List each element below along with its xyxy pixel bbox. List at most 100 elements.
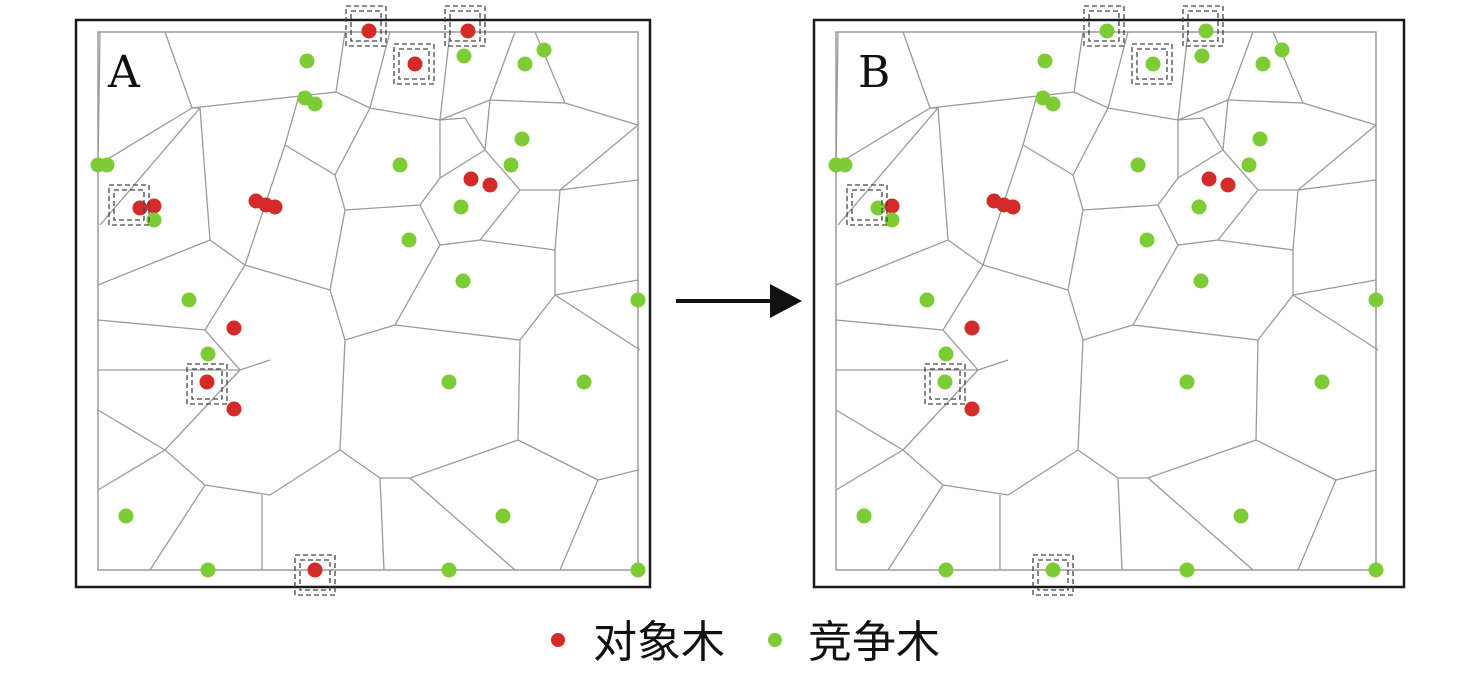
- dashed-square-icon: [393, 43, 435, 85]
- competitor-tree-point: [1274, 42, 1290, 58]
- competitor-tree-point: [1198, 23, 1214, 39]
- panel-a: A: [74, 5, 652, 596]
- panel-b-points: [828, 23, 1384, 578]
- subject-tree-point: [460, 23, 476, 39]
- competitor-tree-point: [1145, 56, 1161, 72]
- competitor-tree-point: [1045, 96, 1061, 112]
- panel-a-points: [90, 23, 646, 578]
- dashed-square-icon: [1182, 5, 1224, 47]
- competitor-tree-point: [1368, 292, 1384, 308]
- subject-tree-point: [463, 171, 479, 187]
- competitor-tree-point: [1130, 157, 1146, 173]
- panel-a-frame: [74, 18, 652, 589]
- subject-tree-point: [146, 198, 162, 214]
- competitor-tree-point: [307, 96, 323, 112]
- competitor-tree-point: [453, 199, 469, 215]
- subject-tree-point: [1005, 199, 1021, 215]
- subject-tree-point: [307, 562, 323, 578]
- competitor-tree-point: [1037, 53, 1053, 69]
- competitor-tree-point: [1045, 562, 1061, 578]
- competitor-tree-point: [1179, 562, 1195, 578]
- competitor-tree-point: [401, 232, 417, 248]
- legend-subject-label: 对象木: [593, 617, 725, 668]
- competitor-tree-point: [1179, 374, 1195, 390]
- competitor-tree-point: [1193, 273, 1209, 289]
- competitor-tree-point: [200, 562, 216, 578]
- competitor-tree-point: [1252, 131, 1268, 147]
- competitor-tree-point: [919, 292, 935, 308]
- competitor-tree-point: [495, 508, 511, 524]
- competitor-tree-point: [870, 200, 886, 216]
- competitor-tree-point: [837, 157, 853, 173]
- subject-tree-point: [1201, 171, 1217, 187]
- legend-competitor-label: 竞争木: [808, 617, 940, 668]
- dashed-square-icon: [345, 5, 387, 47]
- competitor-tree-point: [1241, 157, 1257, 173]
- competitor-tree-point: [856, 508, 872, 524]
- competitor-tree-point: [456, 48, 472, 64]
- competitor-tree-point: [1255, 56, 1271, 72]
- competitor-tree-point: [536, 42, 552, 58]
- competitor-tree-point: [938, 562, 954, 578]
- competitor-tree-point: [299, 53, 315, 69]
- competitor-tree-point: [937, 374, 953, 390]
- panel-b-label: B: [858, 47, 890, 98]
- legend: 对象木 竞争木: [551, 617, 940, 668]
- subject-tree-point: [884, 198, 900, 214]
- subject-tree-point: [964, 401, 980, 417]
- competitor-tree-point: [1368, 562, 1384, 578]
- panel-b-voronoi-cells: [835, 31, 1379, 571]
- competitor-tree-point: [1099, 23, 1115, 39]
- competitor-tree-point: [503, 157, 519, 173]
- competitor-tree-point: [200, 346, 216, 362]
- dashed-square-icon: [1131, 43, 1173, 85]
- subject-tree-point: [132, 200, 148, 216]
- legend-competitor-dot: [768, 633, 782, 647]
- competitor-tree-point: [630, 292, 646, 308]
- competitor-tree-point: [181, 292, 197, 308]
- panel-a-voronoi-cells: [97, 31, 641, 571]
- competitor-tree-point: [1194, 48, 1210, 64]
- dashed-square-icon: [186, 363, 228, 405]
- dashed-square-icon: [1083, 5, 1125, 47]
- dashed-square-icon: [108, 184, 150, 226]
- competitor-tree-point: [1233, 508, 1249, 524]
- panel-a-highlight-markers: [108, 5, 486, 596]
- competitor-tree-point: [630, 562, 646, 578]
- subject-tree-point: [226, 401, 242, 417]
- panel-b-highlight-markers: [846, 5, 1224, 596]
- competitor-tree-point: [514, 131, 530, 147]
- legend-subject-dot: [551, 633, 565, 647]
- subject-tree-point: [964, 320, 980, 336]
- subject-tree-point: [407, 56, 423, 72]
- panel-a-label: A: [107, 47, 141, 98]
- dashed-square-icon: [1032, 554, 1074, 596]
- competitor-tree-point: [146, 212, 162, 228]
- competitor-tree-point: [938, 346, 954, 362]
- competitor-tree-point: [1191, 199, 1207, 215]
- competitor-tree-point: [517, 56, 533, 72]
- competitor-tree-point: [1139, 232, 1155, 248]
- panel-b: B: [812, 5, 1406, 596]
- competitor-tree-point: [441, 374, 457, 390]
- competitor-tree-point: [1314, 374, 1330, 390]
- competitor-tree-point: [392, 157, 408, 173]
- competitor-tree-point: [455, 273, 471, 289]
- competitor-tree-point: [884, 212, 900, 228]
- competitor-tree-point: [441, 562, 457, 578]
- dashed-square-icon: [444, 5, 486, 47]
- subject-tree-point: [226, 320, 242, 336]
- competitor-tree-point: [576, 374, 592, 390]
- competitor-tree-point: [99, 157, 115, 173]
- dashed-square-icon: [846, 184, 888, 226]
- subject-tree-point: [482, 177, 498, 193]
- subject-tree-point: [267, 199, 283, 215]
- subject-tree-point: [199, 374, 215, 390]
- dashed-square-icon: [924, 363, 966, 405]
- arrow-right-icon: [676, 284, 802, 318]
- panel-b-frame: [812, 18, 1406, 589]
- dashed-square-icon: [294, 554, 336, 596]
- subject-tree-point: [1220, 177, 1236, 193]
- competitor-tree-point: [118, 508, 134, 524]
